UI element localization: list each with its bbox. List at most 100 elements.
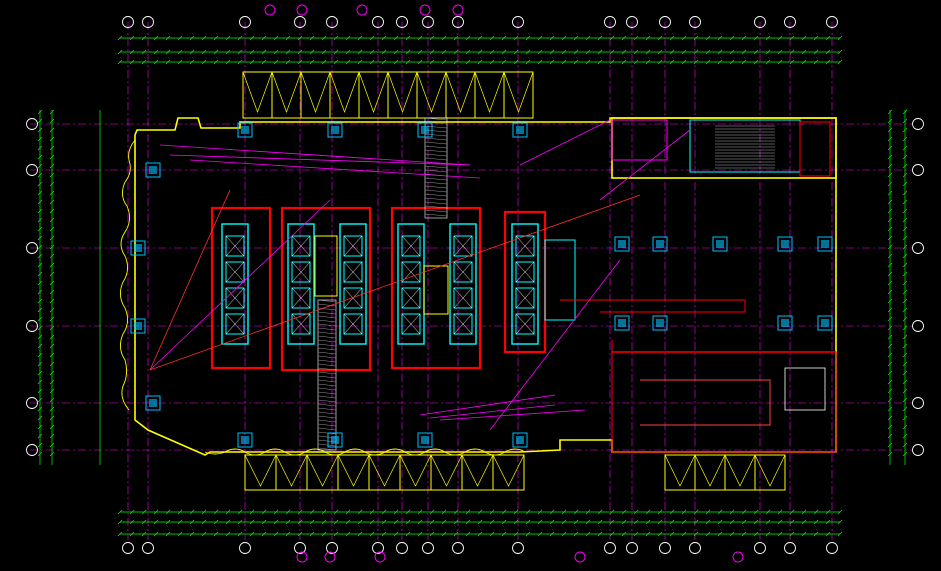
dimension-tick <box>37 118 43 124</box>
stair-tread <box>317 351 337 355</box>
axis-bubble-top <box>326 16 338 28</box>
dimension-tick <box>753 49 759 55</box>
dimension-tick <box>129 519 135 525</box>
dimension-tick <box>902 325 908 331</box>
stair-tread <box>317 423 337 427</box>
stair-tread <box>317 355 337 359</box>
dimension-tick <box>801 49 807 55</box>
dimension-tick <box>357 59 363 65</box>
dimension-tick <box>765 519 771 525</box>
dimension-tick <box>49 163 55 169</box>
elevator-car-cross <box>453 313 473 335</box>
dimension-tick <box>465 509 471 515</box>
dimension-tick <box>297 59 303 65</box>
stair-tread <box>317 419 337 423</box>
axis-bubble-top <box>142 16 154 28</box>
column-core <box>821 319 829 327</box>
dimension-tick <box>129 35 135 41</box>
dimension-tick <box>225 531 231 537</box>
elevator-car-cross <box>343 313 363 335</box>
axis-bubble-top <box>239 16 251 28</box>
dimension-tick <box>405 519 411 525</box>
dimension-tick <box>141 59 147 65</box>
dimension-tick <box>405 35 411 41</box>
dimension-tick <box>789 49 795 55</box>
dimension-tick <box>49 262 55 268</box>
stair-tread <box>317 371 337 375</box>
dimension-tick <box>902 244 908 250</box>
dimension-tick <box>153 49 159 55</box>
dimension-tick <box>165 531 171 537</box>
top-bay-chevron <box>358 71 389 114</box>
dimension-tick <box>189 509 195 515</box>
dimension-tick <box>561 59 567 65</box>
dimension-tick <box>37 397 43 403</box>
dimension-tick <box>285 49 291 55</box>
column <box>817 236 833 252</box>
dimension-tick <box>37 262 43 268</box>
dimension-tick <box>887 397 893 403</box>
elevator-car <box>453 313 473 335</box>
top-bay-chevron <box>242 71 273 114</box>
stair-tread <box>424 141 448 145</box>
dimension-tick <box>887 271 893 277</box>
stair-tread <box>424 205 448 209</box>
axis-bubble-left <box>26 118 38 130</box>
column-core <box>421 436 429 444</box>
dimension-tick <box>741 531 747 537</box>
dimension-tick <box>369 35 375 41</box>
detail-bubble <box>374 551 386 563</box>
dimension-tick <box>453 519 459 525</box>
stair-tread <box>317 387 337 391</box>
dimension-tick <box>49 217 55 223</box>
elevator-core-layer <box>210 206 576 372</box>
dimension-tick <box>357 519 363 525</box>
dimension-tick <box>237 35 243 41</box>
elevator-shaft <box>339 223 367 345</box>
bottom-bay-chevron <box>430 454 463 487</box>
dimension-tick <box>645 59 651 65</box>
dimension-tick <box>381 49 387 55</box>
dimension-tick <box>789 519 795 525</box>
elevator-car-cross <box>291 287 311 309</box>
dimension-tick <box>369 59 375 65</box>
dimension-tick <box>309 509 315 515</box>
dimension-tick <box>489 35 495 41</box>
dimension-tick <box>621 509 627 515</box>
dimension-tick <box>49 280 55 286</box>
dimension-tick <box>37 235 43 241</box>
dimension-tick <box>465 519 471 525</box>
dimension-tick <box>49 190 55 196</box>
dimension-tick <box>902 424 908 430</box>
dimension-tick <box>501 59 507 65</box>
axis-bubble-left <box>26 397 38 409</box>
stair-tread <box>424 149 448 153</box>
elevator-car <box>453 261 473 283</box>
axis-bubble-bottom <box>239 542 251 554</box>
axis-grid-layer <box>30 22 912 540</box>
column <box>327 432 343 448</box>
dimension-tick <box>49 379 55 385</box>
dimension-tick <box>561 519 567 525</box>
dimension-tick <box>633 519 639 525</box>
axis-bubble-bottom <box>372 542 384 554</box>
dimension-tick <box>549 35 555 41</box>
column <box>652 236 668 252</box>
bottom-bay-chevron <box>664 454 696 487</box>
dimension-tick <box>887 127 893 133</box>
elevator-car-cross <box>343 235 363 257</box>
dimension-tick <box>49 442 55 448</box>
dimension-tick <box>902 307 908 313</box>
elevator-car-cross <box>515 313 535 335</box>
dimension-tick <box>717 531 723 537</box>
dimension-tick <box>597 49 603 55</box>
axis-bubble-bottom <box>142 542 154 554</box>
dimension-tick <box>902 154 908 160</box>
dimension-tick <box>717 49 723 55</box>
stair-tread <box>317 319 337 323</box>
dimension-tick <box>825 509 831 515</box>
dimension-tick <box>825 35 831 41</box>
dimension-tick <box>887 451 893 457</box>
dimension-tick <box>37 136 43 142</box>
axis-bubble-top <box>512 16 524 28</box>
